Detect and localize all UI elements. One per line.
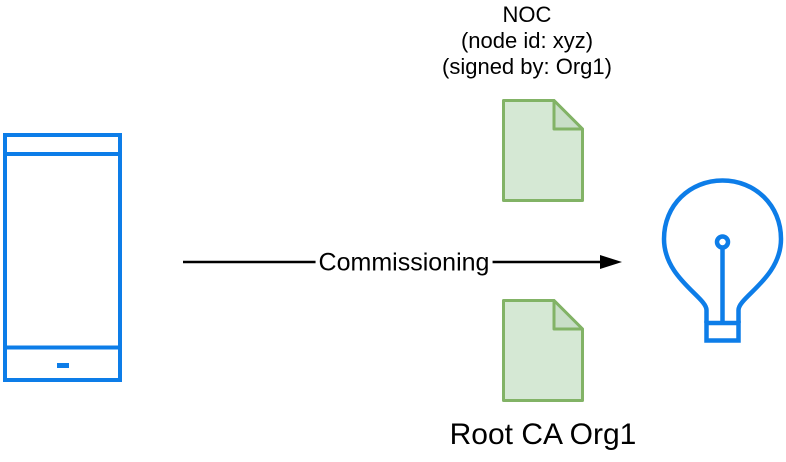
arrow-head (600, 255, 622, 269)
noc-label-node-id: (node id: xyz) (460, 28, 594, 53)
smartphone-body (3, 133, 122, 382)
smartphone-home-button (57, 363, 69, 368)
smartphone-icon (3, 133, 122, 382)
bulb-filament-circle (714, 234, 731, 250)
commissioning-arrow-label: Commissioning (315, 248, 493, 278)
noc-label-title: NOC (502, 2, 552, 27)
noc-document-icon (502, 99, 584, 202)
root-ca-document-icon (502, 299, 584, 402)
noc-label-signed-by: (signed by: Org1) (442, 54, 612, 79)
lightbulb-icon (661, 178, 784, 343)
document-fold (552, 99, 584, 131)
document-fold (552, 299, 584, 331)
bulb-base (704, 320, 741, 343)
noc-label: NOC (node id: xyz) (signed by: Org1) (442, 2, 612, 80)
root-ca-label: Root CA Org1 (449, 418, 637, 451)
